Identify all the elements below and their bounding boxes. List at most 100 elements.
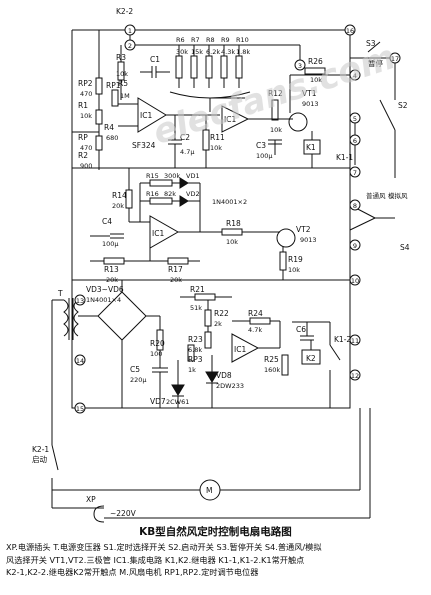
- r10-body: [235, 55, 243, 79]
- label-vt1: VT1: [302, 89, 317, 98]
- label-r23-val: 6.8k: [188, 346, 202, 354]
- label-motor: M: [206, 486, 212, 495]
- label-mains: ~220V: [110, 509, 137, 518]
- label-r12: R12: [268, 89, 283, 98]
- label-r8: R8: [206, 36, 215, 44]
- label-r19-val: 10k: [288, 266, 300, 274]
- svg-text:4: 4: [353, 72, 357, 80]
- label-k1-2: K1-2: [334, 335, 351, 344]
- ic1-c-symbol: [149, 215, 180, 249]
- label-r18: R18: [226, 219, 241, 228]
- label-r22: R22: [214, 309, 229, 318]
- label-r6-val: 30k: [176, 48, 188, 56]
- label-vt1-val: 9013: [302, 100, 319, 108]
- label-rp1: RP1: [106, 81, 121, 90]
- label-r25: R25: [264, 355, 279, 364]
- label-r9-val: 4.3k: [221, 48, 235, 56]
- label-s3-dir: 暂停: [368, 58, 383, 68]
- label-s4: S4: [400, 243, 410, 252]
- label-r10-val: 1.8k: [236, 48, 250, 56]
- label-r26-val: 10k: [310, 76, 322, 84]
- label-s3: S3: [366, 39, 376, 48]
- svg-text:8: 8: [353, 202, 357, 210]
- label-rp2-val: 470: [80, 90, 92, 98]
- label-r9: R9: [221, 36, 230, 44]
- ic1-a-symbol: [137, 97, 167, 133]
- label-rp3: RP3: [188, 355, 203, 364]
- plug-xp: [93, 505, 105, 523]
- label-c4: C4: [102, 217, 112, 226]
- circuit-wiring: [51, 29, 396, 523]
- label-rp-val: 470: [80, 144, 92, 152]
- label-vt2: VT2: [296, 225, 311, 234]
- label-c1: C1: [150, 55, 160, 64]
- label-r20-val: 100: [150, 350, 162, 358]
- label-r24-val: 4.7k: [248, 326, 262, 334]
- svg-text:12: 12: [351, 372, 359, 380]
- label-r20: R20: [150, 339, 165, 348]
- label-normal-wind: 普通风: [366, 191, 386, 200]
- svg-text:10: 10: [351, 277, 359, 285]
- r7-body: [190, 55, 198, 79]
- label-r21-val: 51k: [190, 304, 202, 312]
- label-r2: R2: [78, 151, 88, 160]
- label-k1: K1: [306, 143, 316, 152]
- label-r4-val: 680: [106, 134, 118, 142]
- r9-body: [220, 55, 228, 79]
- terminal-markers: [74, 24, 401, 414]
- label-r17: R17: [168, 265, 183, 274]
- label-r16-val: 82k: [164, 190, 176, 198]
- label-r13-val: 20k: [106, 276, 118, 284]
- label-diode-note: 1N4001×2: [212, 198, 247, 206]
- label-r8-val: 6.2k: [206, 48, 220, 56]
- label-c3-val: 100μ: [256, 152, 273, 160]
- label-r14-val: 20k: [112, 202, 124, 210]
- label-r7-val: 15k: [191, 48, 203, 56]
- label-vt2-val: 9013: [300, 236, 317, 244]
- label-r7: R7: [191, 36, 200, 44]
- svg-text:1: 1: [128, 27, 132, 35]
- label-k2-2: K2-2: [116, 7, 133, 16]
- label-vd7-val: 2CW61: [166, 398, 189, 406]
- label-ic1-d: IC1: [234, 345, 246, 354]
- label-rp2: RP2: [78, 79, 93, 88]
- svg-text:7: 7: [353, 169, 357, 177]
- label-c4-val: 100μ: [102, 240, 119, 248]
- label-ic1-c: IC1: [152, 229, 164, 238]
- label-r19: R19: [288, 255, 303, 264]
- svg-text:11: 11: [351, 337, 359, 345]
- label-r12-val: 10k: [270, 126, 282, 134]
- label-xp: XP: [86, 495, 96, 504]
- svg-text:13: 13: [76, 297, 84, 305]
- label-r1-val: 10k: [80, 112, 92, 120]
- label-natural-wind: 模拟风: [388, 191, 408, 200]
- label-vd1: VD1: [186, 172, 200, 180]
- label-r21: R21: [190, 285, 205, 294]
- label-ic1-part: SF324: [132, 141, 156, 150]
- label-r22-val: 2k: [214, 320, 222, 328]
- label-r13: R13: [104, 265, 119, 274]
- label-r5: R5: [118, 79, 128, 88]
- label-c5-val: 220μ: [130, 376, 147, 384]
- label-vd2: VD2: [186, 190, 200, 198]
- label-k1-1: K1-1: [336, 153, 353, 162]
- legend-text: XP.电源插头 T.电源变压器 S1.定时选择开关 S2.启动开关 S3.暂停开…: [6, 541, 426, 579]
- label-r6: R6: [176, 36, 185, 44]
- label-ic1-b: IC1: [224, 115, 236, 124]
- r8-body: [205, 55, 213, 79]
- legend-line: 风选择开关 VT1,VT2.三极管 IC1.集成电路 K1,K2.继电器 K1-…: [6, 554, 305, 565]
- label-r14: R14: [112, 191, 127, 200]
- label-r23: R23: [188, 335, 203, 344]
- label-r11-val: 10k: [210, 144, 222, 152]
- component-labels: K2-2 S3 暂停 R3 10k C1 R6 R7 R8 R9 R10 30k…: [32, 7, 410, 518]
- label-r10: R10: [236, 36, 249, 44]
- label-r11: R11: [210, 133, 225, 142]
- label-rp: RP: [78, 133, 88, 142]
- svg-text:16: 16: [346, 27, 354, 35]
- label-r25-val: 160k: [264, 366, 280, 374]
- label-r16: R16: [146, 190, 159, 198]
- ic1-b-symbol: [221, 105, 250, 133]
- svg-text:5: 5: [353, 115, 357, 123]
- label-c2-val: 4.7μ: [180, 148, 194, 156]
- svg-text:2: 2: [128, 42, 132, 50]
